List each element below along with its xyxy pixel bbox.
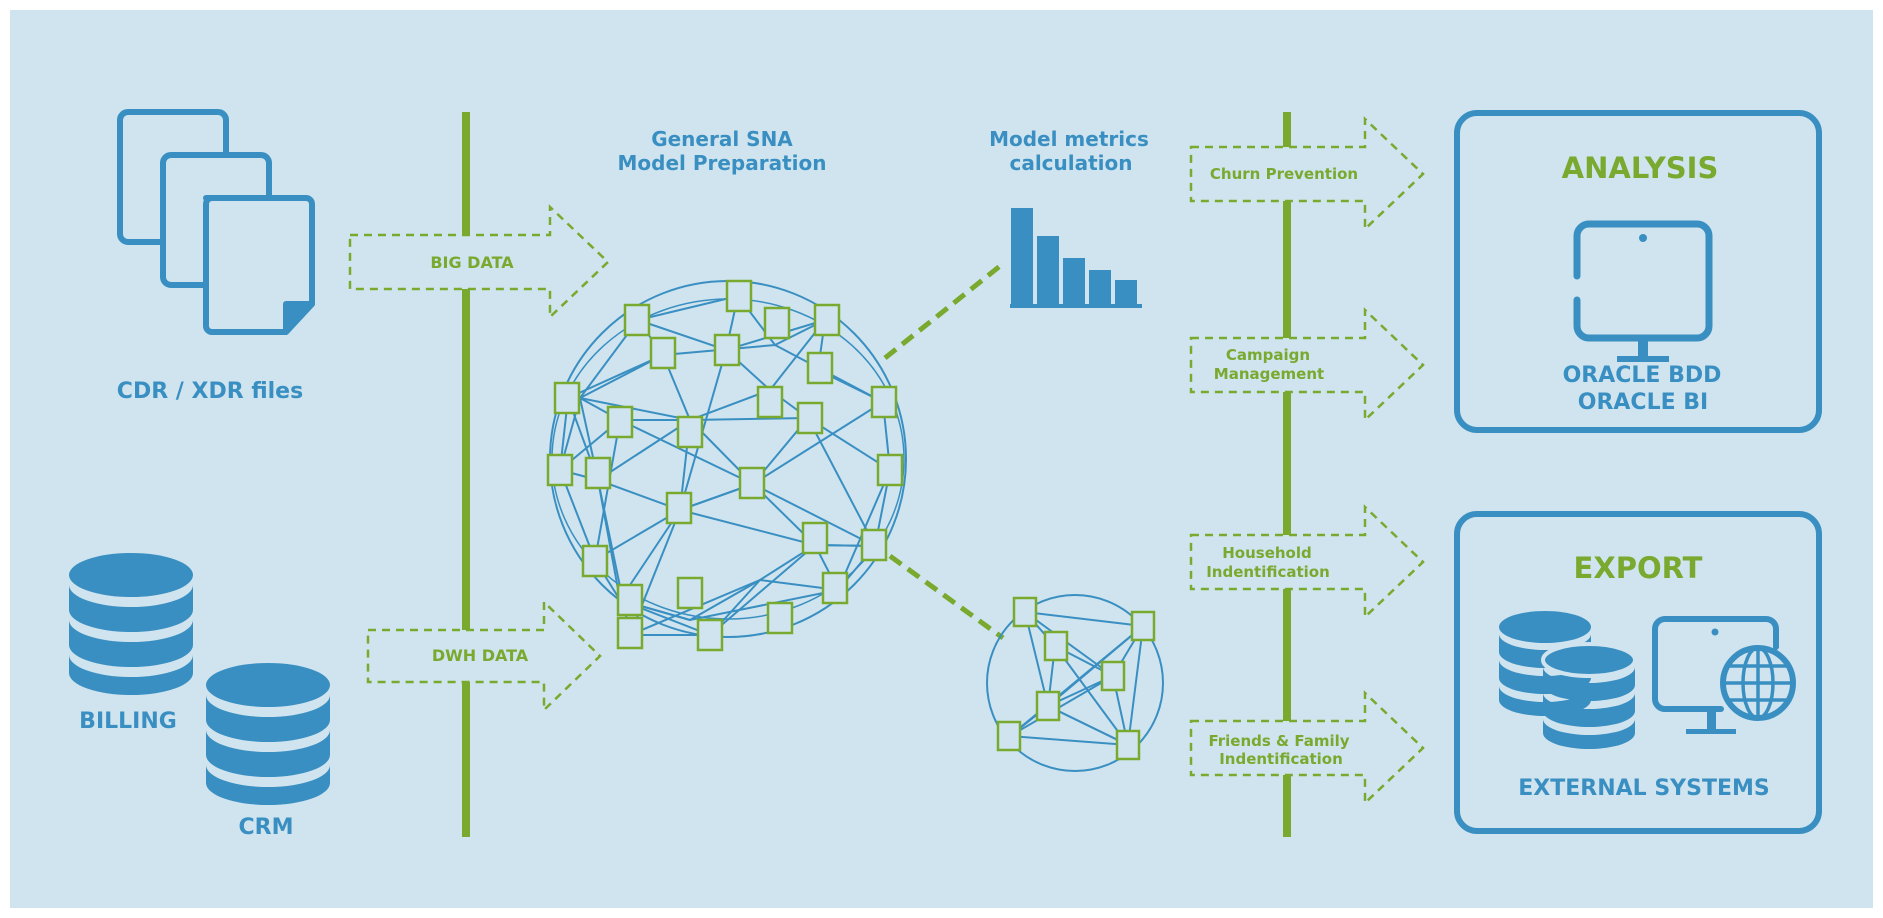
- database-icon: [69, 553, 193, 695]
- crm-label: CRM: [239, 815, 294, 840]
- churn-line-1: Churn Prevention: [1210, 165, 1358, 183]
- prep-title-line2: Model Preparation: [618, 151, 827, 175]
- analysis-box: ANALYSIS ORACLE BDD ORACLE BI: [1454, 110, 1822, 433]
- monitor-icon: [1652, 616, 1779, 734]
- big-data-label: BIG DATA: [430, 253, 514, 272]
- household-line-1: Household: [1222, 544, 1312, 562]
- billing-label: BILLING: [79, 709, 177, 734]
- files-label: CDR / XDR files: [117, 379, 303, 404]
- campaign-management-arrow: Campaign Management: [1189, 307, 1425, 423]
- analysis-title: ANALYSIS: [1562, 151, 1719, 185]
- export-subtitle: EXTERNAL SYSTEMS: [1518, 776, 1769, 801]
- network-graph-icon: [986, 594, 1164, 772]
- big-data-arrow: BIG DATA: [348, 204, 610, 320]
- database-icon: [1541, 642, 1637, 749]
- dwh-data-arrow: DWH DATA: [366, 599, 602, 713]
- analysis-line-2: ORACLE BI: [1578, 390, 1708, 415]
- database-icon: [206, 663, 330, 805]
- documents-icon: [117, 109, 315, 335]
- export-box: EXPORT EXTERNAL: [1454, 511, 1822, 834]
- prep-title-line1: General SNA: [651, 127, 793, 151]
- export-title: EXPORT: [1574, 551, 1703, 585]
- household-line-2: Indentification: [1206, 563, 1330, 581]
- metrics-title-line1: Model metrics: [989, 127, 1149, 151]
- friends-line-2: Indentification: [1219, 750, 1343, 768]
- connector-to-metrics: [883, 264, 1002, 360]
- churn-prevention-arrow: Churn Prevention: [1189, 116, 1425, 232]
- globe-icon: [1720, 645, 1796, 721]
- analysis-line-1: ORACLE BDD: [1563, 363, 1722, 388]
- friends-line-1: Friends & Family: [1208, 732, 1349, 750]
- connector-to-subgraph: [888, 553, 1005, 641]
- monitor-icon: [1573, 220, 1713, 362]
- bar-chart-icon: [1010, 208, 1142, 308]
- metrics-title-line2: calculation: [1009, 151, 1132, 175]
- household-identification-arrow: Household Indentification: [1189, 504, 1425, 620]
- network-graph-icon: [546, 279, 907, 652]
- campaign-line-1: Campaign: [1226, 346, 1310, 364]
- friends-family-identification-arrow: Friends & Family Indentification: [1189, 690, 1425, 806]
- campaign-line-2: Management: [1214, 365, 1324, 383]
- dwh-data-label: DWH DATA: [432, 646, 529, 665]
